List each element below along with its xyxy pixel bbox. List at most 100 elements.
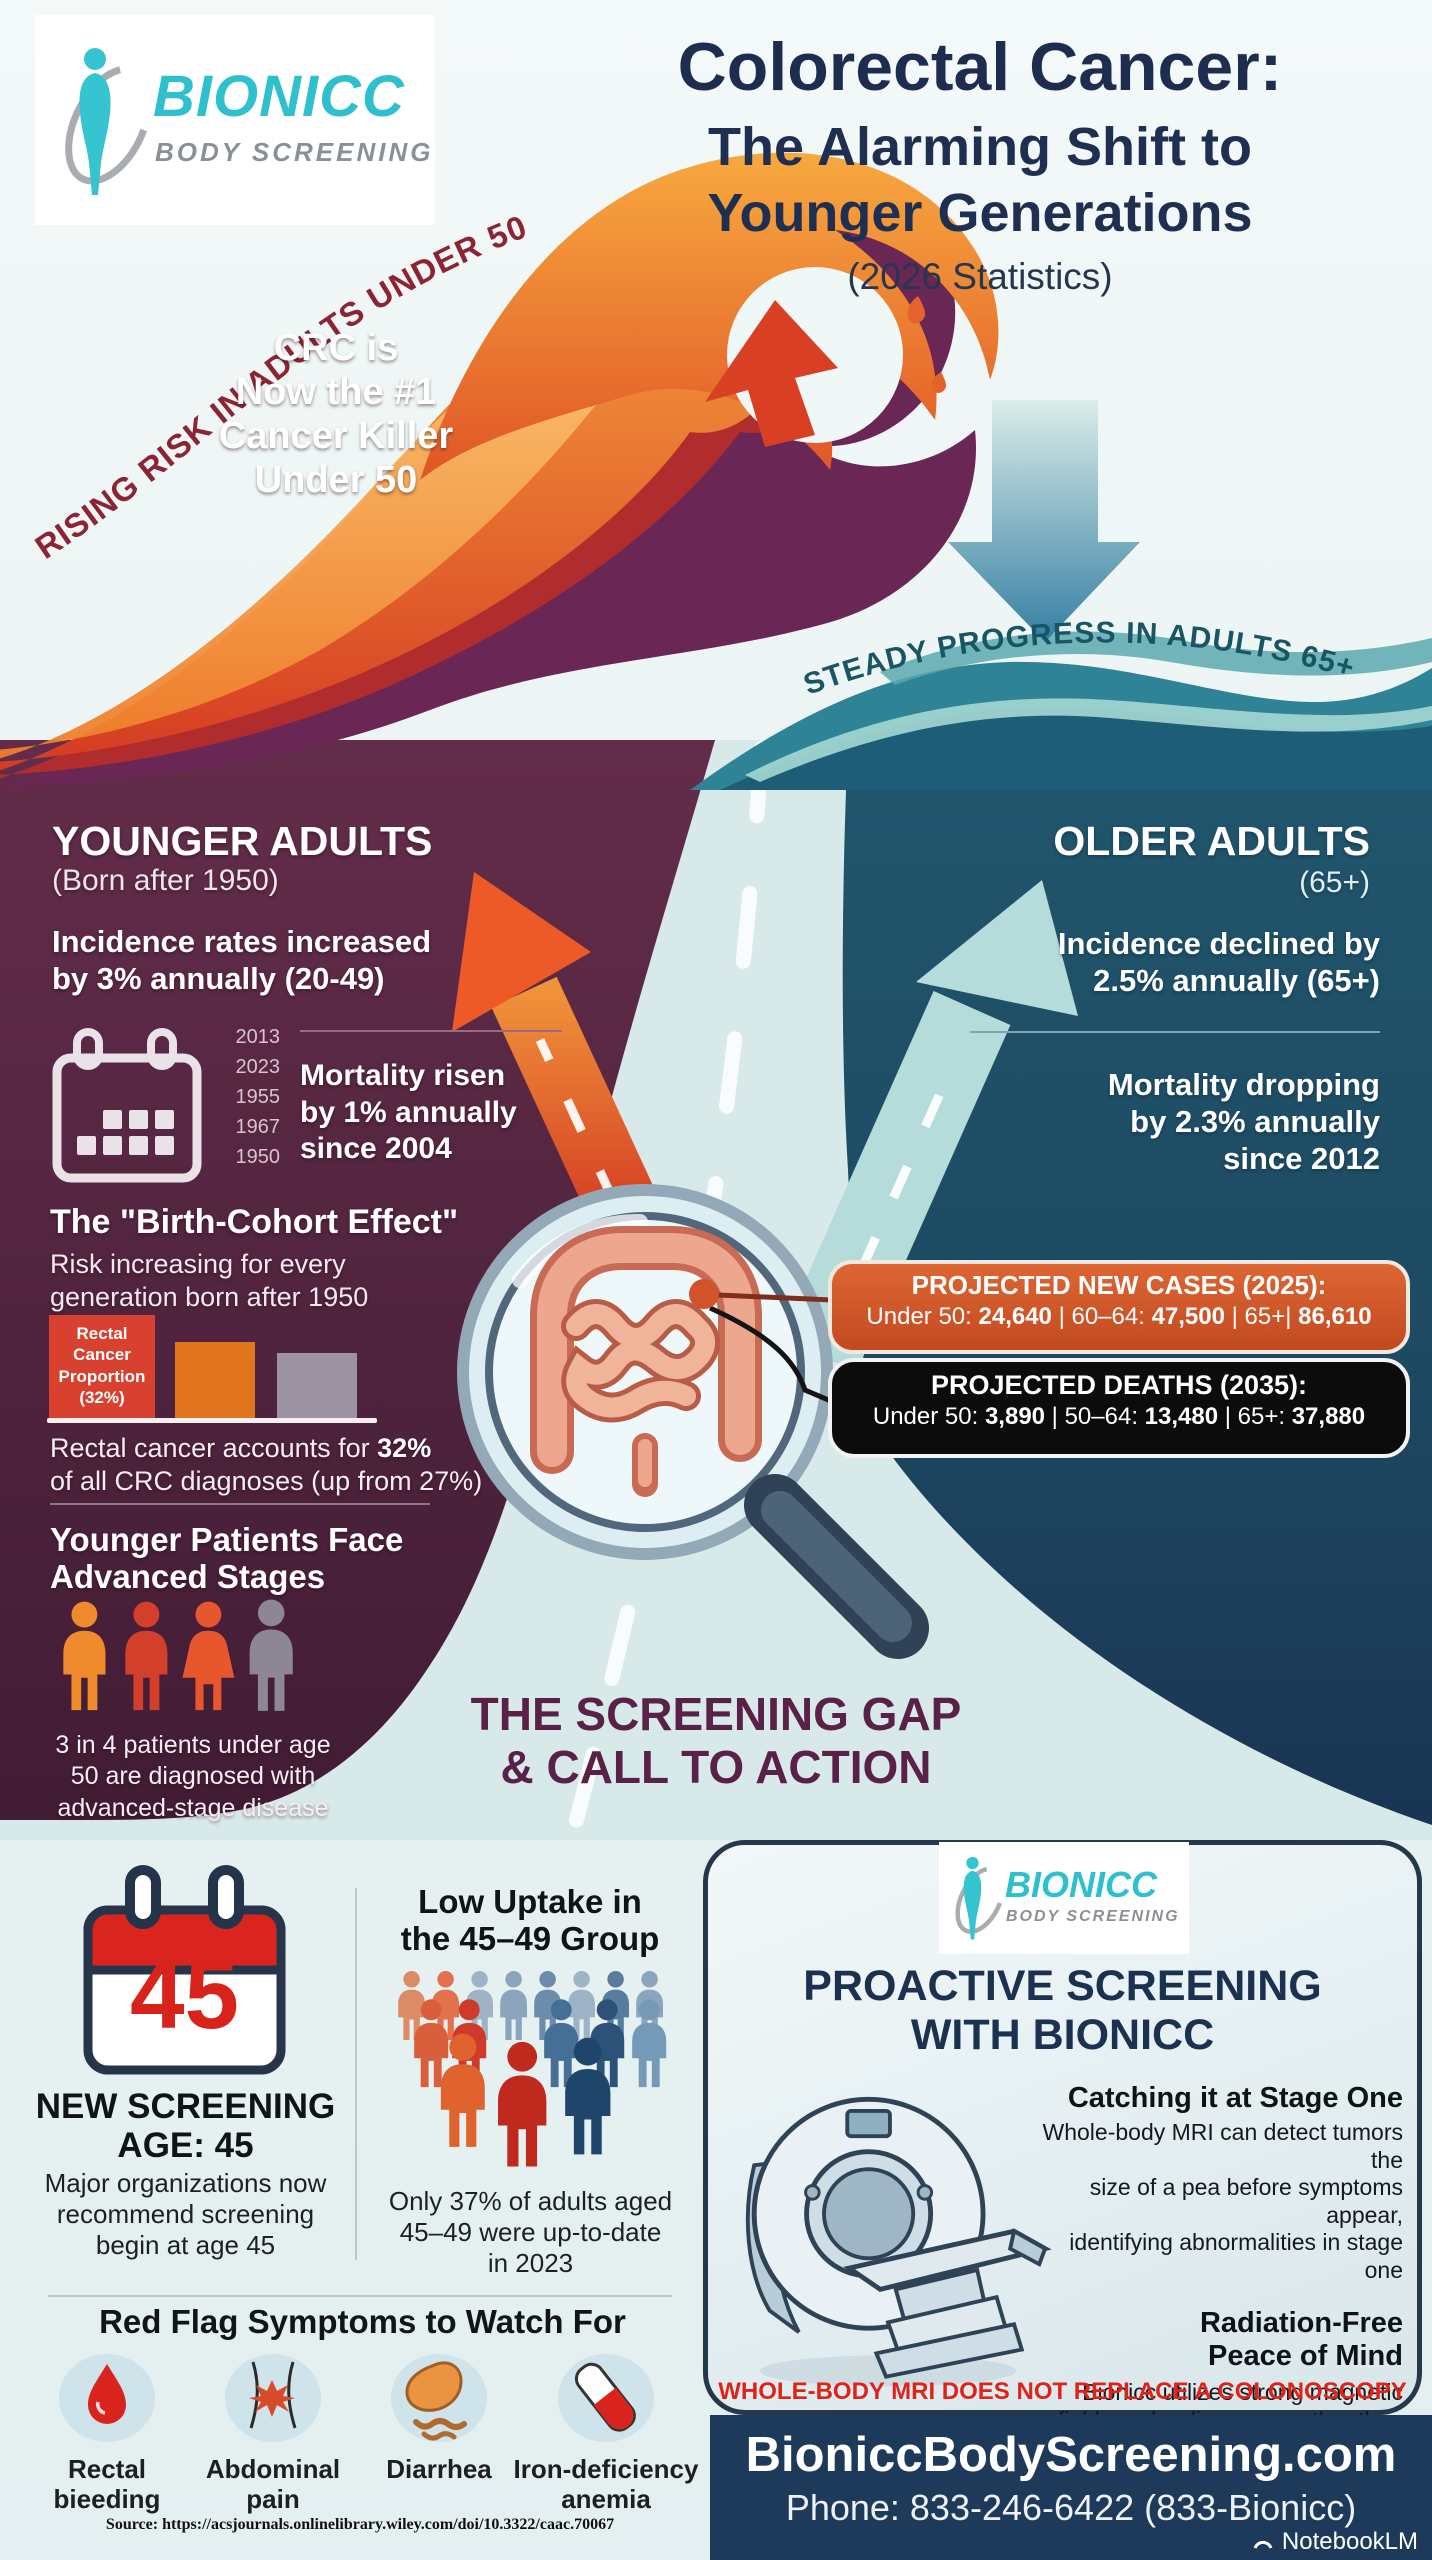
uptake-body-line2: 45–49 were up-to-date bbox=[399, 2217, 662, 2248]
calendar-year: 1967 bbox=[235, 1116, 281, 1138]
bar-rectal-current: Rectal Cancer Proportion (32%) bbox=[49, 1315, 155, 1418]
screening-gap-line1: THE SCREENING GAP bbox=[470, 1688, 962, 1740]
calendar-45-icon bbox=[83, 1865, 286, 2075]
cohort-text: Risk increasing for every generation bor… bbox=[50, 1248, 368, 1314]
bar-label-line: (32%) bbox=[79, 1387, 125, 1407]
screening-gap-heading: THE SCREENING GAP & CALL TO ACTION bbox=[336, 1688, 1096, 1795]
road-dashed-line bbox=[568, 740, 770, 1830]
deaths-value: 3,890 bbox=[984, 1403, 1046, 1430]
diarrhea-icon bbox=[391, 2354, 487, 2442]
uptake-body-line1: Only 37% of adults aged bbox=[388, 2186, 673, 2216]
notebooklm-watermark: NotebookLM bbox=[1251, 2528, 1418, 2556]
deaths-label: | 65+: bbox=[1218, 1403, 1292, 1430]
projected-cases-values: Under 50: 24,640 | 60–64: 47,500 | 65+| … bbox=[832, 1303, 1406, 1331]
top-wave-art: RISING RISK IN ADULTS UNDER 50 STEADY PR… bbox=[0, 152, 1432, 790]
footer-phone[interactable]: Phone: 833-246-6422 (833-Bionicc) bbox=[785, 2487, 1357, 2528]
older-mortality-line3: since 2012 bbox=[1223, 1141, 1380, 1177]
stage-one-line1: Whole-body MRI can detect tumors the bbox=[1042, 2119, 1403, 2173]
crc-callout-line: CRC is bbox=[273, 327, 399, 369]
radiation-line1: Bionicc utilizes strong magnetic bbox=[1082, 2379, 1403, 2406]
red-flag-label-3: Diarrhea bbox=[364, 2454, 514, 2485]
divider bbox=[970, 1031, 1380, 1033]
new-age-heading-line1: NEW SCREENING bbox=[35, 2087, 336, 2126]
new-age-body-line2: recommend screening bbox=[56, 2199, 315, 2230]
panel-heading: PROACTIVE SCREENING WITH BIONICC bbox=[710, 1962, 1415, 2061]
rectal-note-line2: of all CRC diagnoses (up from 27%) bbox=[50, 1465, 483, 1496]
deaths-label: | 50–64: bbox=[1045, 1403, 1145, 1430]
uptake-heading-line2: the 45–49 Group bbox=[400, 1919, 660, 1957]
footer-bar: BioniccBodyScreening.com Phone: 833-246-… bbox=[710, 2415, 1432, 2560]
panel-logo-box: BIONICC BODY SCREENING bbox=[939, 1842, 1189, 1954]
crc-callout-line: Under 50 bbox=[254, 459, 418, 502]
stages-heading-line2: Advanced Stages bbox=[50, 1557, 326, 1595]
page-subtitle: (2026 Statistics) bbox=[847, 256, 1113, 297]
colonoscopy-warning: WHOLE-BODY MRI DOES NOT REPLACE A COLONO… bbox=[718, 2378, 1407, 2405]
magnifier-colon-icon bbox=[457, 1184, 929, 1659]
bar-smallest bbox=[277, 1353, 357, 1418]
rectal-note: Rectal cancer accounts for 32% of all CR… bbox=[50, 1432, 490, 1498]
label-line: bieeding bbox=[53, 2483, 161, 2514]
stages-note-line1: 3 in 4 patients under age bbox=[55, 1731, 331, 1759]
cases-value: 47,500 bbox=[1151, 1303, 1225, 1330]
logo-tagline: BODY SCREENING bbox=[155, 137, 434, 167]
older-mortality-line2: by 2.3% annually bbox=[1130, 1104, 1380, 1140]
label-line: anemia bbox=[561, 2483, 651, 2514]
rectal-note-value: 32% bbox=[377, 1433, 432, 1463]
logo-brand: BIONICC bbox=[153, 64, 405, 129]
footer-website[interactable]: BioniccBodyScreening.com bbox=[745, 2428, 1397, 2482]
older-incidence-line1: Incidence declined by bbox=[1057, 926, 1380, 961]
mri-machine-icon bbox=[745, 2096, 1052, 2387]
older-mortality: Mortality dropping by 2.3% annually sinc… bbox=[930, 1066, 1380, 1178]
crc-callout-line: Cancer Killer bbox=[218, 415, 454, 458]
stages-note-line2: 50 are diagnosed with bbox=[70, 1762, 316, 1791]
calendar-year: 2023 bbox=[235, 1056, 281, 1078]
uptake-body: Only 37% of adults aged 45–49 were up-to… bbox=[378, 2186, 683, 2280]
screening-gap-line2: & CALL TO ACTION bbox=[500, 1741, 932, 1794]
younger-mortality: Mortality risen by 1% annually since 200… bbox=[300, 1058, 517, 1168]
red-flag-label-2: Abdominal pain bbox=[198, 2454, 348, 2515]
panel-heading-line2: WITH BIONICC bbox=[910, 2011, 1215, 2060]
calendar-year: 2013 bbox=[235, 1026, 281, 1048]
logo-tagline: BODY SCREENING bbox=[1006, 1908, 1180, 1925]
anemia-test-tube-icon bbox=[558, 2354, 654, 2442]
red-flags-heading: Red Flag Symptoms to Watch For bbox=[99, 2303, 626, 2340]
bar-label-line: Rectal bbox=[76, 1324, 128, 1343]
logo-box: BIONICC BODY SCREENING bbox=[35, 15, 435, 225]
cohort-heading: The "Birth-Cohort Effect" bbox=[50, 1203, 459, 1241]
uptake-heading-line1: Low Uptake in bbox=[418, 1883, 642, 1920]
new-age-body-line3: begin at age 45 bbox=[95, 2230, 276, 2261]
red-wave-icon bbox=[0, 152, 999, 789]
notebooklm-icon bbox=[1253, 2540, 1273, 2549]
stages-note: 3 in 4 patients under age 50 are diagnos… bbox=[28, 1730, 358, 1824]
watermark-text: NotebookLM bbox=[1281, 2528, 1418, 2555]
label-line: pain bbox=[246, 2483, 300, 2514]
projected-deaths-box: PROJECTED DEATHS (2035): Under 50: 3,890… bbox=[828, 1358, 1410, 1458]
crowd-icon bbox=[398, 1971, 667, 2167]
younger-mortality-line3: since 2004 bbox=[300, 1132, 452, 1166]
stage-one-text: Whole-body MRI can detect tumors the siz… bbox=[1035, 2119, 1403, 2285]
younger-mortality-line2: by 1% annually bbox=[300, 1095, 517, 1129]
red-flag-label-4: Iron-deficiency anemia bbox=[506, 2454, 706, 2515]
uptake-heading: Low Uptake in the 45–49 Group bbox=[385, 1883, 675, 1958]
stage-one-line2: size of a pea before symptoms appear, bbox=[1089, 2174, 1403, 2228]
bionicc-logo-icon bbox=[955, 1856, 1005, 1940]
divider bbox=[300, 1030, 562, 1032]
new-age-heading-line2: AGE: 45 bbox=[117, 2125, 254, 2165]
new-age-heading: NEW SCREENING AGE: 45 bbox=[28, 2087, 343, 2165]
stages-heading: Younger Patients Face Advanced Stages bbox=[50, 1521, 403, 1596]
older-heading: OLDER ADULTS bbox=[1053, 818, 1370, 864]
bionicc-logo-icon bbox=[65, 48, 149, 195]
deaths-label: Under 50: bbox=[872, 1403, 985, 1430]
label-line: Rectal bbox=[67, 2454, 147, 2484]
panel-heading-line1: PROACTIVE SCREENING bbox=[803, 1962, 1322, 2010]
older-mortality-line1: Mortality dropping bbox=[1107, 1067, 1380, 1102]
crc-callout-line: Now the #1 bbox=[235, 371, 437, 414]
calendar-45-number: 45 bbox=[129, 1939, 239, 2049]
older-incidence: Incidence declined by 2.5% annually (65+… bbox=[930, 926, 1380, 999]
younger-mortality-line1: Mortality risen bbox=[300, 1059, 506, 1092]
uptake-body-line3: in 2023 bbox=[487, 2248, 574, 2279]
cohort-line1: Risk increasing for every bbox=[50, 1249, 346, 1279]
down-arrow-icon bbox=[948, 400, 1140, 642]
label-line: Abdominal bbox=[205, 2454, 341, 2484]
